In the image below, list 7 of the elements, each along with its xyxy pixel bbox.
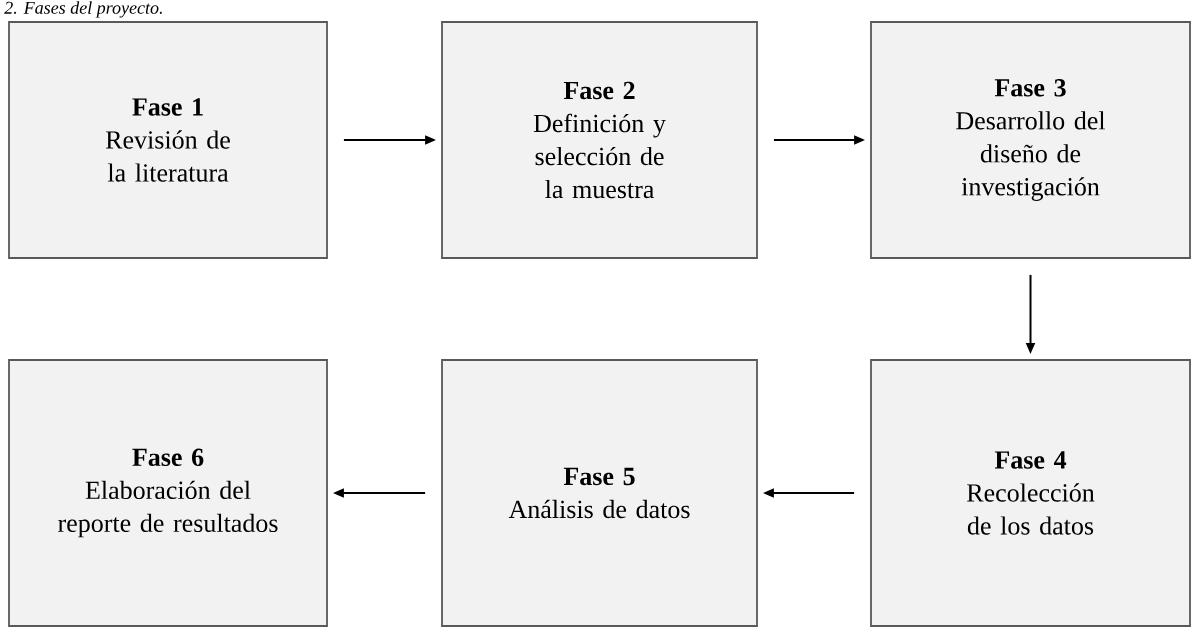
process-box: Fase 2 Definición y selección de la muestra: [441, 21, 758, 259]
process-box: Fase 4 Recolección de los datos: [870, 359, 1191, 627]
process-box: Fase 5 Análisis de datos: [441, 359, 758, 627]
title: 2. Fases del proyecto.: [4, 1, 162, 18]
process-box: Fase 3 Desarrollo del diseño de investigación: [870, 21, 1191, 259]
process-box: Fase 1 Revisión de la literatura: [8, 21, 328, 259]
process-box: Fase 6 Elaboración del reporte de resultados: [8, 359, 328, 627]
